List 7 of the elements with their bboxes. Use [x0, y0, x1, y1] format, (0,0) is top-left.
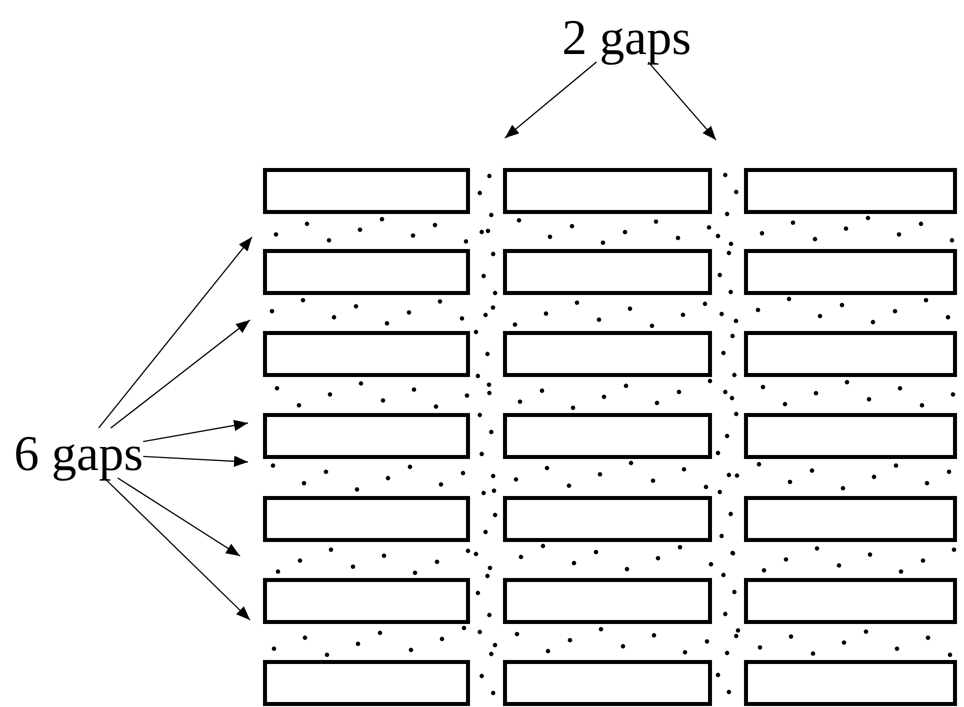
arrow	[110, 320, 250, 428]
arrow	[98, 236, 252, 428]
arrow	[143, 420, 248, 442]
arrow	[143, 456, 248, 467]
arrow	[504, 62, 597, 138]
arrow	[117, 478, 240, 556]
arrow	[648, 62, 716, 140]
